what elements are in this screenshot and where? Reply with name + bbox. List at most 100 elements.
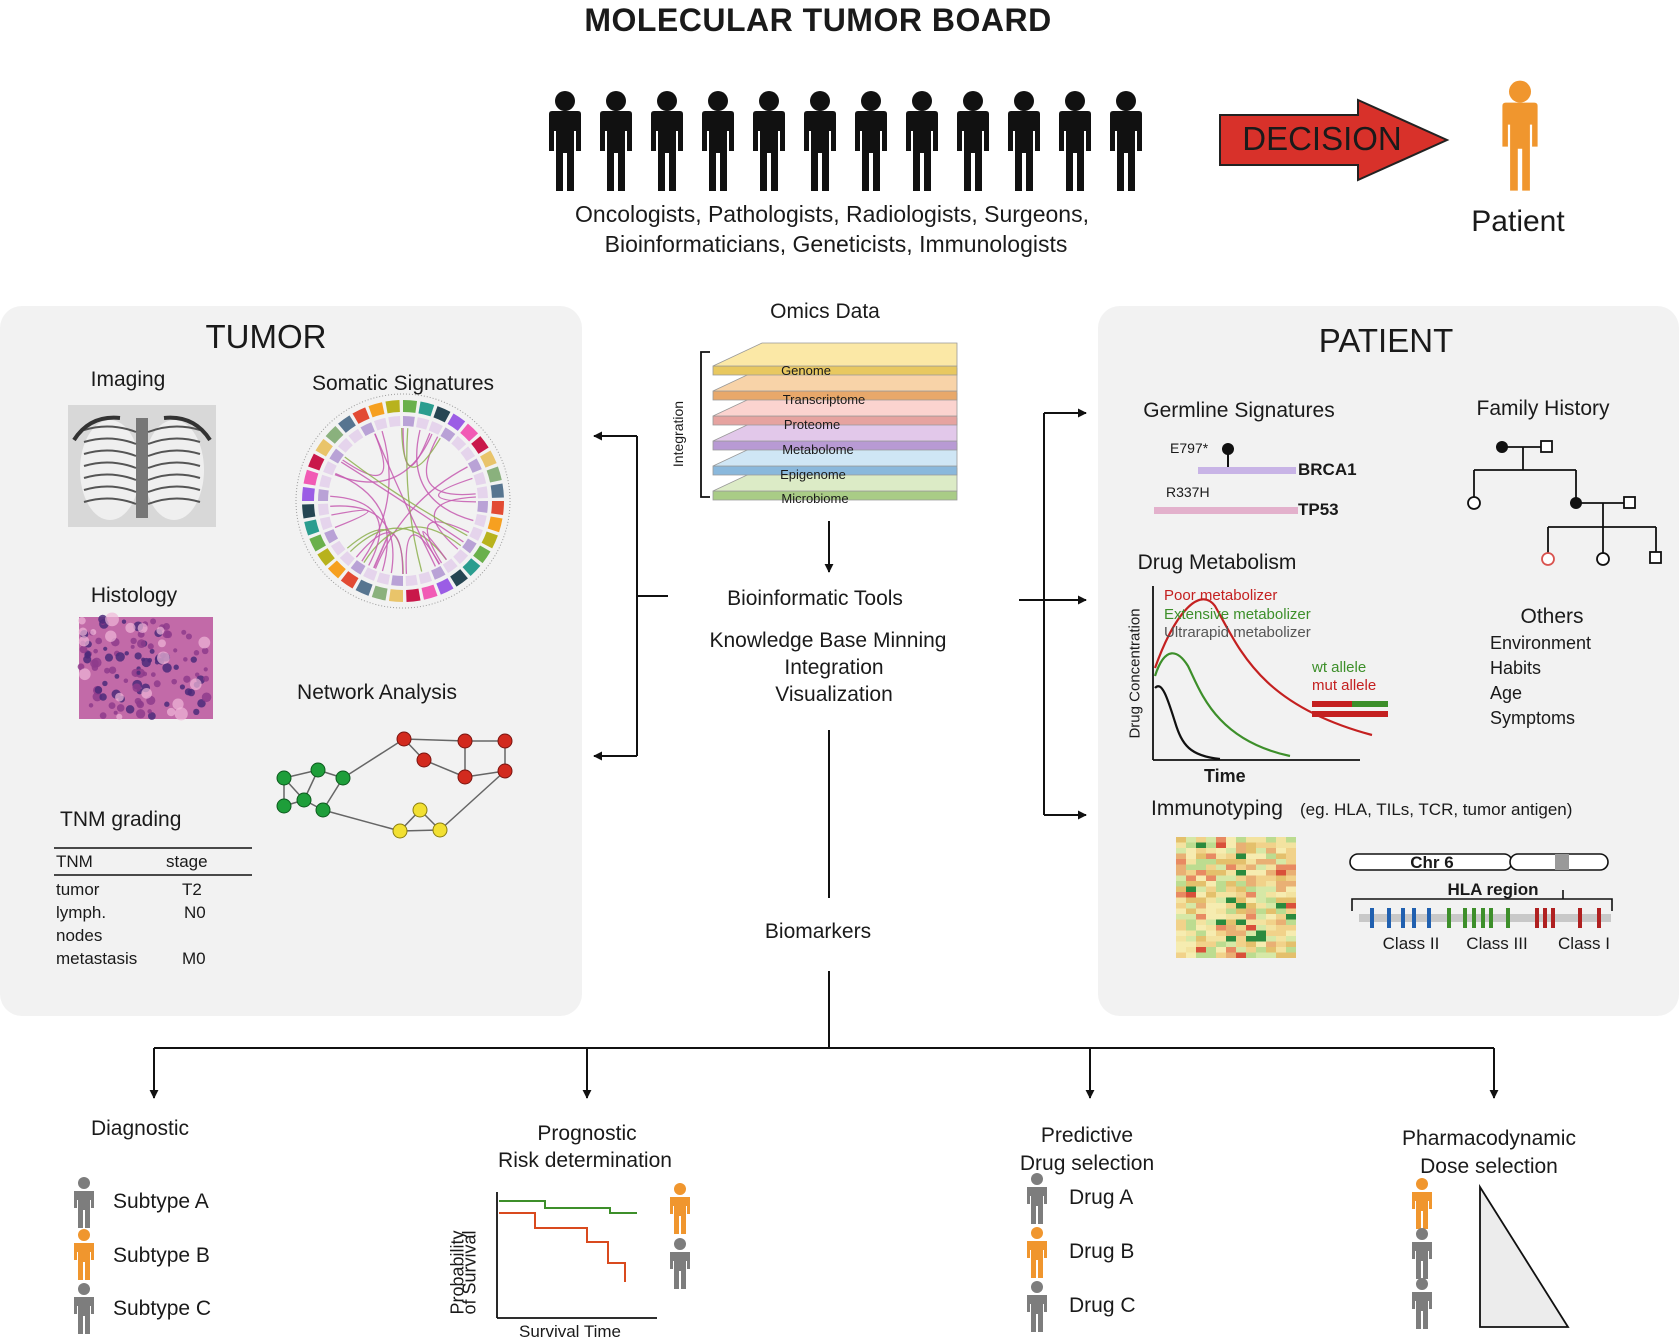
omics-title: Omics Data xyxy=(770,300,880,323)
board-member-icon xyxy=(906,91,938,191)
hla-gene-band xyxy=(1370,908,1374,928)
patient-label: Patient xyxy=(1471,205,1565,238)
decision-label: DECISION xyxy=(1242,120,1402,157)
others-symptoms: Symptoms xyxy=(1490,708,1576,728)
mut-allele-bar xyxy=(1312,711,1388,717)
hla-region-label: HLA region xyxy=(1447,880,1539,899)
survival-green-curve xyxy=(499,1200,637,1214)
hla-gene-band xyxy=(1481,908,1485,928)
subtype-a-label: Subtype A xyxy=(113,1190,209,1213)
subtype-b-label: Subtype B xyxy=(113,1244,210,1267)
poor-metabolizer-label: Poor metabolizer xyxy=(1164,587,1278,604)
immunotyping-examples: (eg. HLA, TILs, TCR, tumor antigen) xyxy=(1300,800,1573,819)
subtype-a-person-icon xyxy=(74,1177,94,1228)
histology-label: Histology xyxy=(90,584,178,607)
layer-transcriptome: Transcriptome xyxy=(782,392,866,407)
subtype-c-person-icon xyxy=(74,1283,94,1334)
board-member-icon xyxy=(600,91,632,191)
prognosis-orange-person-icon xyxy=(670,1183,690,1234)
hla-gene-band xyxy=(1489,908,1493,928)
drug-concentration-axis-label: Drug Concentration xyxy=(1126,608,1144,739)
omics-layer-0 xyxy=(712,365,958,376)
brca1-track xyxy=(1198,467,1296,474)
tnm-row-metastasis: metastasis xyxy=(56,949,138,968)
board-member-icon xyxy=(702,91,734,191)
imaging-label: Imaging xyxy=(90,368,166,391)
dose-gray-person-icon-2 xyxy=(1412,1278,1432,1329)
dose-triangle-icon xyxy=(1479,1183,1570,1328)
drug-metabolism-label: Drug Metabolism xyxy=(1137,551,1297,574)
class-i-label: Class I xyxy=(1558,934,1610,953)
drug-a-person-icon xyxy=(1027,1173,1047,1224)
integration-bracket xyxy=(700,351,710,498)
ultrarapid-metabolizer-label: Ultrarapid metabolizer xyxy=(1164,624,1311,641)
tnm-row-tumor: tumor xyxy=(56,880,100,899)
chr6-label: Chr 6 xyxy=(1410,853,1454,872)
wt-allele-bar xyxy=(1312,701,1388,707)
dose-orange-person-icon xyxy=(1412,1178,1432,1229)
gene-brca1: BRCA1 xyxy=(1298,460,1357,479)
hla-gene-band xyxy=(1543,908,1547,928)
class-ii-label: Class II xyxy=(1382,934,1440,953)
immunotyping-label: Immunotyping xyxy=(1151,797,1283,820)
ultrarapid-metabolizer-curve xyxy=(1154,685,1221,761)
circos-plot xyxy=(295,393,511,609)
gene-tp53: TP53 xyxy=(1298,500,1339,519)
hla-gene-band xyxy=(1506,908,1510,928)
board-member-icon xyxy=(549,91,581,191)
hla-gene-band xyxy=(1387,908,1391,928)
chest-xray-image xyxy=(68,405,216,527)
family-history-label: Family History xyxy=(1476,397,1610,420)
dose-gray-person-icon-1 xyxy=(1412,1228,1432,1279)
extensive-metabolizer-label: Extensive metabolizer xyxy=(1164,606,1311,623)
layer-microbiome: Microbiome xyxy=(781,491,849,506)
germline-signatures-label: Germline Signatures xyxy=(1143,399,1335,422)
tumor-heading: TUMOR xyxy=(205,318,327,355)
histology-image xyxy=(77,612,213,721)
others-title: Others xyxy=(1520,605,1584,628)
layer-epigenome: Epigenome xyxy=(780,467,846,482)
network-graph xyxy=(276,731,513,839)
survival-y-label-2: of Survival xyxy=(459,1230,480,1315)
drug-c-label: Drug C xyxy=(1069,1294,1136,1317)
others-age: Age xyxy=(1490,683,1523,703)
drug-c-person-icon xyxy=(1027,1281,1047,1332)
hla-gene-band xyxy=(1412,908,1416,928)
hla-gene-band xyxy=(1447,908,1451,928)
drug-b-person-icon xyxy=(1027,1227,1047,1278)
board-member-icon xyxy=(1059,91,1091,191)
board-member-icon xyxy=(957,91,989,191)
somatic-signatures-label: Somatic Signatures xyxy=(311,372,495,395)
predictive-label: Predictive xyxy=(1040,1124,1134,1147)
tnm-header-tnm: TNM xyxy=(56,852,93,871)
mutation-r337h: R337H xyxy=(1166,484,1210,500)
tnm-row-nodes: nodes xyxy=(56,926,103,945)
board-members-line2: Bioinformaticians, Geneticists, Immunolo… xyxy=(604,231,1068,257)
risk-determination-label: Risk determination xyxy=(498,1149,672,1172)
network-analysis-label: Network Analysis xyxy=(297,681,457,704)
board-member-icon xyxy=(804,91,836,191)
hla-gene-band xyxy=(1551,908,1555,928)
mut-allele-label: mut allele xyxy=(1312,677,1377,694)
mutation-e797: E797* xyxy=(1170,440,1209,456)
layer-metabolome: Metabolome xyxy=(782,442,854,457)
bioinformatic-tools-label: Bioinformatic Tools xyxy=(727,587,903,610)
knowledge-base-label: Knowledge Base Minning xyxy=(709,629,947,652)
wt-allele-segment xyxy=(1352,701,1388,707)
hla-locus-marker xyxy=(1555,854,1569,870)
patient-heading: PATIENT xyxy=(1318,322,1454,359)
prognosis-gray-person-icon xyxy=(670,1238,690,1289)
others-habits: Habits xyxy=(1490,658,1542,678)
biomarkers-label: Biomarkers xyxy=(764,920,872,943)
pharmacodynamic-label: Pharmacodynamic xyxy=(1402,1127,1576,1150)
integration-label: Integration xyxy=(784,656,884,679)
layer-proteome: Proteome xyxy=(783,417,841,432)
hla-gene-band xyxy=(1427,908,1431,928)
tnm-title: TNM grading xyxy=(60,808,182,831)
decision-arrow-icon xyxy=(1219,98,1450,182)
subtype-c-label: Subtype C xyxy=(113,1297,212,1320)
omics-layer-top-0 xyxy=(712,342,958,367)
drug-a-label: Drug A xyxy=(1069,1186,1134,1209)
pedigree-chart xyxy=(1467,440,1662,566)
